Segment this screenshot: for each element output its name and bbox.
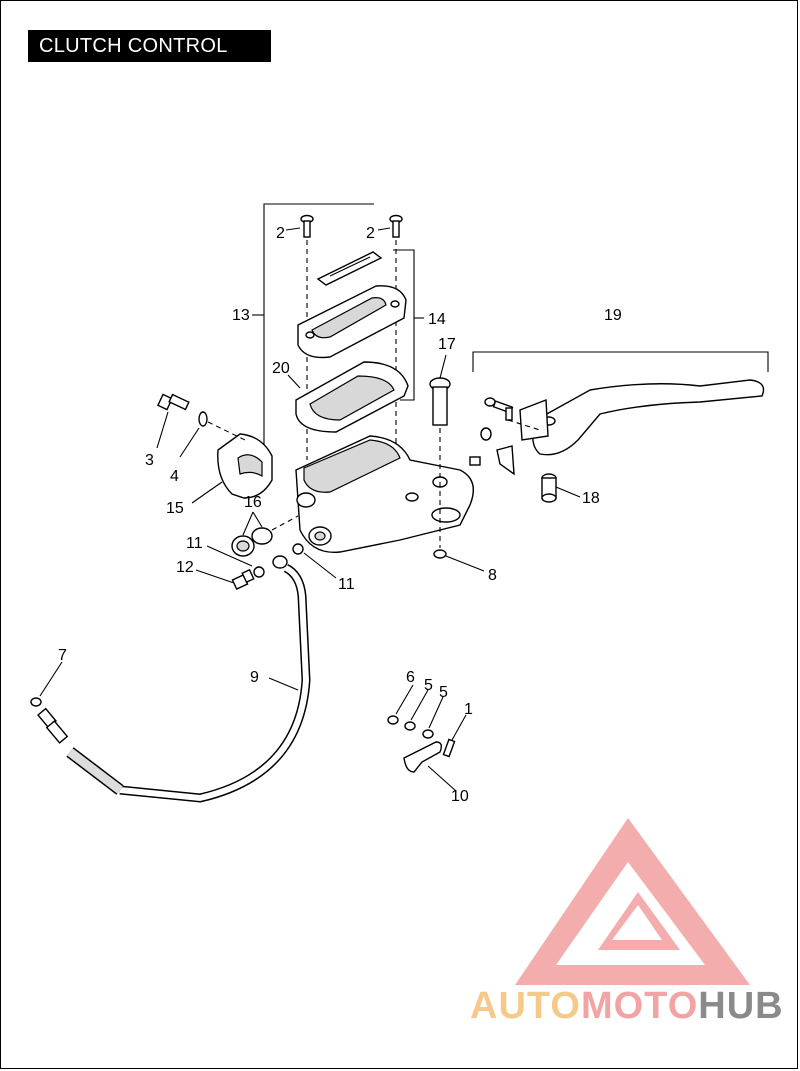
lever-bushing xyxy=(541,473,557,503)
callout-18: 18 xyxy=(582,490,600,507)
callout-19: 19 xyxy=(604,307,622,324)
reservoir-label-plate xyxy=(316,251,383,286)
handlebar-clamp xyxy=(217,433,273,499)
clamp-washer xyxy=(198,411,208,427)
banjo-washer-lower xyxy=(253,566,265,578)
watermark-moto: MOTO xyxy=(580,985,699,1027)
hose-clip xyxy=(403,741,443,773)
callout-14: 14 xyxy=(428,311,446,328)
callout-10: 10 xyxy=(451,788,469,805)
clip-screw xyxy=(442,738,456,758)
clutch-hose xyxy=(37,555,311,803)
clutch-lever xyxy=(532,379,765,456)
cover-screw-right xyxy=(389,214,403,238)
watermark-logo-icon xyxy=(515,818,750,985)
callout-2-right: 2 xyxy=(366,225,375,242)
clip-washer-1 xyxy=(404,721,416,731)
callout-17: 17 xyxy=(438,336,456,353)
watermark-auto: AUTO xyxy=(470,985,581,1027)
watermark-hub: HUB xyxy=(698,985,784,1027)
banjo-washer-upper xyxy=(292,543,304,555)
bracket-14 xyxy=(393,249,415,401)
callout-5-right: 5 xyxy=(439,684,448,701)
callout-16: 16 xyxy=(244,494,262,511)
callout-12: 12 xyxy=(176,559,194,576)
master-cylinder-body xyxy=(295,435,474,554)
callout-8: 8 xyxy=(488,567,497,584)
reservoir-cover xyxy=(297,285,407,359)
callout-9: 9 xyxy=(250,669,259,686)
callout-5-left: 5 xyxy=(424,677,433,694)
bracket-13 xyxy=(263,203,374,490)
callout-7: 7 xyxy=(58,647,67,664)
cover-screw-left xyxy=(300,214,314,238)
clutch-switch xyxy=(231,527,273,557)
callout-11-right: 11 xyxy=(338,576,355,593)
callout-15: 15 xyxy=(166,500,184,517)
callout-20: 20 xyxy=(272,360,290,377)
callout-4: 4 xyxy=(170,468,179,485)
clamp-bolt xyxy=(157,393,190,411)
reservoir-diaphragm xyxy=(295,361,409,433)
callout-11-left: 11 xyxy=(186,535,203,552)
callout-13: 13 xyxy=(232,307,250,324)
retaining-ring xyxy=(433,549,447,559)
lever-pivot-pin xyxy=(429,377,451,426)
callout-3: 3 xyxy=(145,452,154,469)
hose-o-ring xyxy=(30,697,42,707)
lever-adjuster-parts xyxy=(469,397,549,476)
watermark-brand-text: AUTOMOTOHUB xyxy=(470,985,784,1028)
page-title: CLUTCH CONTROL xyxy=(28,30,271,62)
callout-1: 1 xyxy=(464,701,473,718)
callout-2-left: 2 xyxy=(276,225,285,242)
bracket-19 xyxy=(472,351,769,372)
banjo-bolt xyxy=(231,568,255,590)
callout-6: 6 xyxy=(406,669,415,686)
clip-nut xyxy=(387,715,399,725)
clip-washer-2 xyxy=(422,729,434,739)
